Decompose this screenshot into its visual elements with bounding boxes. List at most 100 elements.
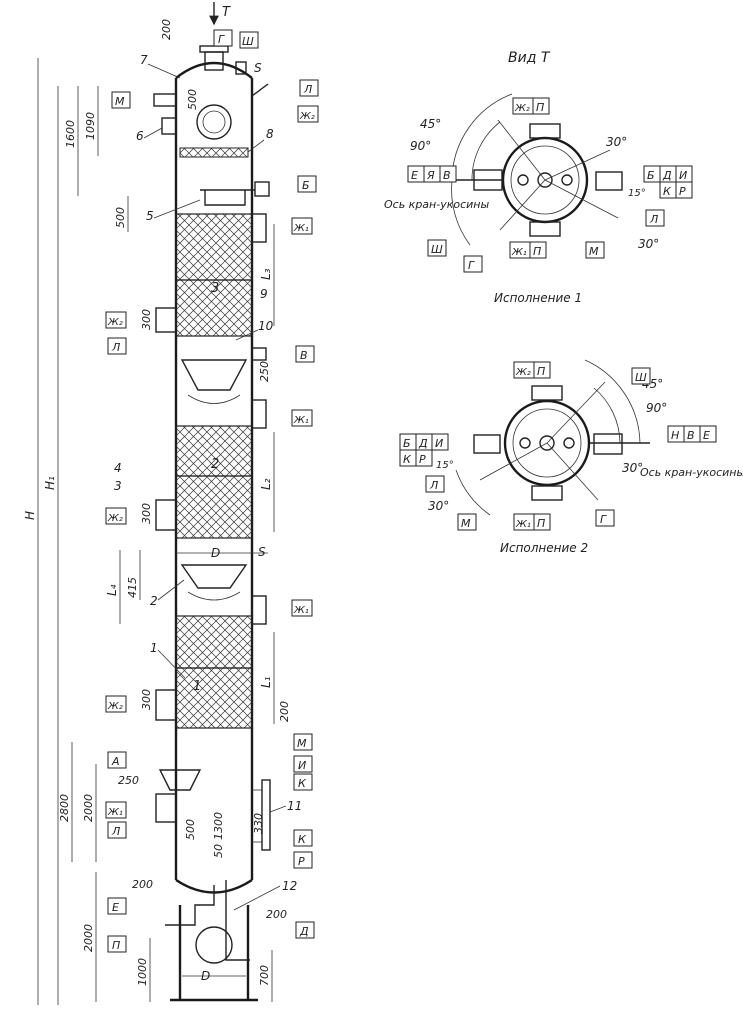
svg-text:В: В xyxy=(443,169,451,182)
dim-1090: 1090 xyxy=(84,112,97,140)
v2-arc-inner xyxy=(593,387,621,444)
svg-text:П: П xyxy=(112,939,120,952)
dim-250-b: 250 xyxy=(118,774,139,787)
nozzle-l-top-pipe xyxy=(251,83,269,97)
svg-text:Я: Я xyxy=(426,169,435,182)
v2-bottom-flange xyxy=(531,485,563,501)
svg-text:Л: Л xyxy=(649,213,658,226)
v1-right-top-box-1: Д xyxy=(659,165,677,183)
v1-top-box-0: Ж₂ xyxy=(512,97,534,115)
svg-text:Б: Б xyxy=(647,169,655,182)
dim-top-200: 200 xyxy=(160,19,173,40)
packed-bed-1-lower xyxy=(175,667,253,729)
symbol-d-bottom: D xyxy=(201,969,210,983)
nozzle-v-body xyxy=(251,347,267,361)
svg-text:Е: Е xyxy=(703,429,710,442)
nozzle-tag-top-g: Г xyxy=(213,29,233,47)
v2-top-flange xyxy=(531,385,563,401)
nozzle-tag-i: И xyxy=(293,755,313,773)
v2-right-flange xyxy=(593,433,623,455)
symbol-s-mid: S xyxy=(258,545,266,559)
redistributor-upper-tray xyxy=(187,394,241,404)
nozzle-tag-k-a: К xyxy=(293,773,313,791)
v2-crane-axis-label: Ось кран-укосины xyxy=(640,466,743,479)
nozzle-m-top-body xyxy=(153,93,177,107)
v2-angle-30b: 30° xyxy=(428,499,449,513)
v2-caption: Исполнение 2 xyxy=(500,541,588,555)
v2-inner-circle xyxy=(512,408,582,478)
v1-right-bottom-box-1: Р xyxy=(675,181,693,199)
svg-text:Р: Р xyxy=(419,453,426,466)
leader-12 xyxy=(233,885,281,911)
dim-2000-b: 2000 xyxy=(82,924,95,952)
v1-top-flange xyxy=(529,123,561,139)
svg-text:Ш: Ш xyxy=(431,243,443,256)
svg-text:Е: Е xyxy=(112,901,119,914)
column-view: T xyxy=(23,2,302,1005)
v2-ray-g xyxy=(546,442,599,501)
svg-text:Ж₂: Ж₂ xyxy=(107,513,123,524)
nozzle-tag-m-low: М xyxy=(293,733,313,751)
packed-bed-3-lower xyxy=(175,279,253,337)
part-number-3: 3 xyxy=(114,479,122,493)
v1-label-g: Г xyxy=(463,255,483,273)
dim-1600: 1600 xyxy=(64,120,77,148)
v1-right-bottom-box-0: К xyxy=(659,181,677,199)
svg-text:Ж₂: Ж₂ xyxy=(107,701,123,712)
v2-right-box-2: Е xyxy=(699,425,717,443)
v1-label-sh: Ш xyxy=(427,239,447,257)
svg-text:Ж₂: Ж₂ xyxy=(107,317,123,328)
v2-left-bottom-box-0: К xyxy=(399,449,417,467)
v2-bottom-box-0: Ж₁ xyxy=(513,513,535,531)
v1-bottom-flange xyxy=(529,221,561,237)
v1-right-top-box-2: И xyxy=(675,165,693,183)
v2-nozzle-left xyxy=(519,437,531,449)
svg-text:К: К xyxy=(298,777,307,790)
leader-6 xyxy=(143,127,163,139)
svg-text:Ж₁: Ж₁ xyxy=(293,223,309,234)
v1-nozzle-right xyxy=(561,174,573,186)
v1-top-box-1: П xyxy=(532,97,550,115)
nozzle-zh1-a-body xyxy=(251,213,267,243)
nozzle-tag-d: Д xyxy=(295,921,315,939)
arrow-label: T xyxy=(222,5,231,20)
v2-angle-15: 15° xyxy=(436,460,454,471)
v2-center-nozzle xyxy=(539,435,555,451)
v2-label-m: М xyxy=(457,513,477,531)
svg-text:Г: Г xyxy=(468,259,475,272)
column-nozzle-labels: Г Ш М Л Ж₂ Б Ж₁ Ж₂ Л В Ж₁ Ж₂ Ж₁ Ж₂ М А И… xyxy=(105,29,319,953)
dim-415: 415 xyxy=(126,577,139,598)
dim-500-top: 500 xyxy=(186,89,199,110)
drain-pipe-12 xyxy=(225,880,250,961)
dim-300-b: 300 xyxy=(140,503,153,524)
nozzle-zh1-c-body xyxy=(251,595,267,625)
nozzle-tag-k-b: К xyxy=(293,829,313,847)
v1-nozzle-left xyxy=(517,174,529,186)
svg-text:Ж₁: Ж₁ xyxy=(293,415,309,426)
v1-angle-30b: 30° xyxy=(638,237,659,251)
v2-ray-30 xyxy=(479,442,548,481)
svg-text:Ж₂: Ж₂ xyxy=(514,103,530,114)
v2-ray-45 xyxy=(546,381,606,444)
svg-text:П: П xyxy=(536,101,544,114)
svg-text:П: П xyxy=(537,365,545,378)
nozzle-6-body xyxy=(161,117,177,135)
nozzle-tag-zh2-top: Ж₂ xyxy=(297,105,319,123)
nozzle-tag-b-mid: Б xyxy=(297,175,317,193)
v1-bottom-box-0: Ж₁ xyxy=(509,241,531,259)
dim-300-c: 300 xyxy=(140,689,153,710)
svg-text:А: А xyxy=(111,755,120,768)
svg-text:Ш: Ш xyxy=(242,35,254,48)
v1-center-nozzle xyxy=(537,172,553,188)
nozzle-zh2-c-body xyxy=(155,689,177,721)
part-number-1: 1 xyxy=(150,641,158,655)
svg-text:И: И xyxy=(679,169,687,182)
v2-left-top-box-0: Б xyxy=(399,433,417,451)
svg-text:И: И xyxy=(435,437,443,450)
svg-text:Ж₁: Ж₁ xyxy=(515,519,531,530)
svg-text:П: П xyxy=(537,517,545,530)
v1-crane-axis-label: Ось кран-укосины xyxy=(384,198,489,211)
part-number-5: 5 xyxy=(146,209,154,223)
v1-bottom-box-1: П xyxy=(529,241,547,259)
v1-left-box-2: В xyxy=(439,165,457,183)
